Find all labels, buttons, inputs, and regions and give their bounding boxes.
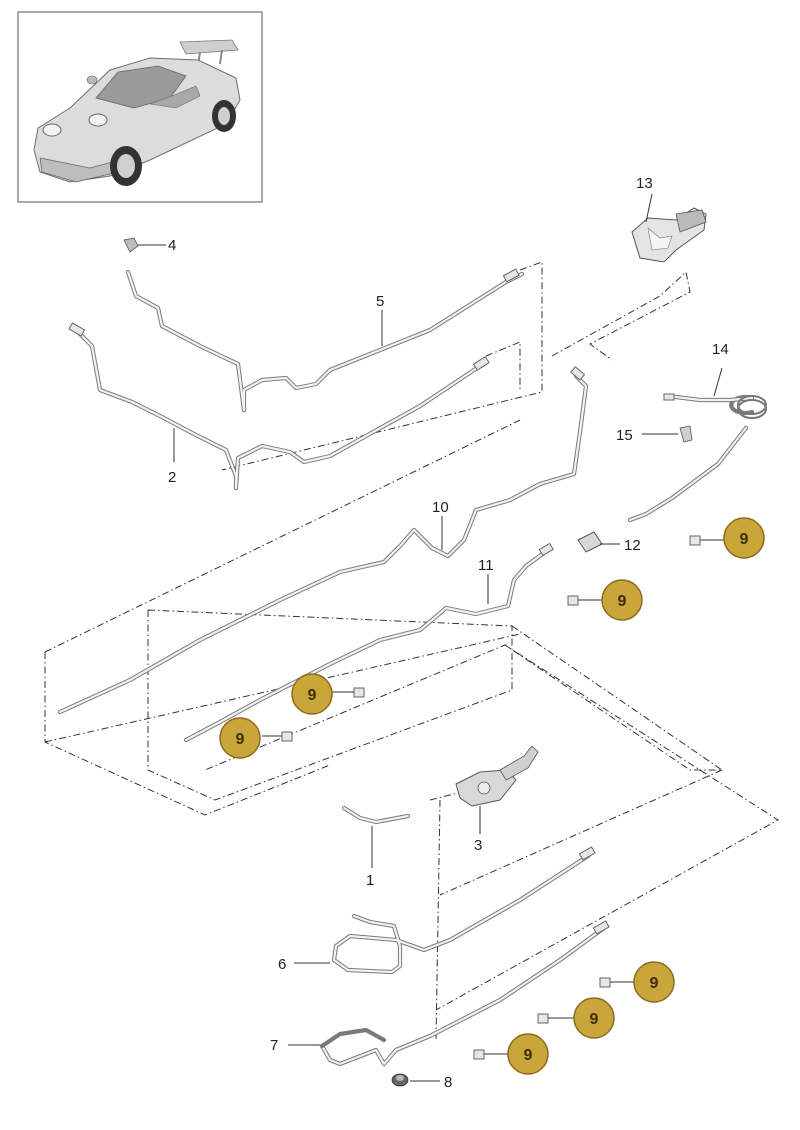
part-13-cover	[631, 193, 707, 263]
vehicle-thumbnail	[17, 11, 263, 203]
part-14-cable	[627, 367, 767, 523]
callout-4: 4	[168, 237, 176, 254]
callout-10: 10	[432, 499, 449, 516]
svg-text:9: 9	[308, 687, 317, 704]
callout-5: 5	[376, 293, 384, 310]
callout-1: 1	[366, 872, 374, 889]
callout-11: 11	[478, 557, 494, 574]
callout-6: 6	[278, 956, 286, 973]
part-11-line	[183, 542, 554, 743]
part-15-clip	[642, 425, 693, 443]
part-8-grommet	[391, 1073, 440, 1087]
callout-8: 8	[444, 1074, 452, 1091]
badge-9: 9	[573, 997, 615, 1039]
svg-text:9: 9	[740, 531, 749, 548]
svg-text:9: 9	[236, 731, 245, 748]
callout-7: 7	[270, 1037, 278, 1054]
badge-9: 9	[219, 717, 261, 759]
car-icon	[33, 39, 241, 186]
callout-14: 14	[712, 341, 729, 358]
part-5-line	[125, 268, 525, 413]
part-12-connector	[577, 531, 620, 553]
part-7-line	[288, 920, 610, 1067]
callout-3: 3	[474, 837, 482, 854]
badges-9: 9 9 9 9 9 9 9	[219, 517, 765, 1075]
part-2-line	[68, 322, 490, 491]
badge-9: 9	[633, 961, 675, 1003]
badge-9: 9	[723, 517, 765, 559]
part-1-hose	[341, 805, 411, 868]
clip-shapes	[262, 535, 724, 1060]
badge-9: 9	[291, 673, 333, 715]
callout-labels: 4 5 2 13 14 15 10 12 11 3 1 6 7 8	[168, 175, 729, 1091]
part-6-line	[294, 846, 596, 975]
part-3-cylinder	[455, 745, 539, 834]
badge-9: 9	[507, 1033, 549, 1075]
part-4-fitting	[123, 237, 166, 253]
callout-2: 2	[168, 469, 176, 486]
svg-text:9: 9	[618, 593, 627, 610]
svg-text:9: 9	[650, 975, 659, 992]
assembly-outlines	[44, 261, 779, 1041]
callout-13: 13	[636, 175, 653, 192]
badge-9: 9	[601, 579, 643, 621]
callout-12: 12	[624, 537, 641, 554]
svg-text:9: 9	[590, 1011, 599, 1028]
callout-15: 15	[616, 427, 633, 444]
svg-text:9: 9	[524, 1047, 533, 1064]
part-10-line	[57, 366, 589, 715]
